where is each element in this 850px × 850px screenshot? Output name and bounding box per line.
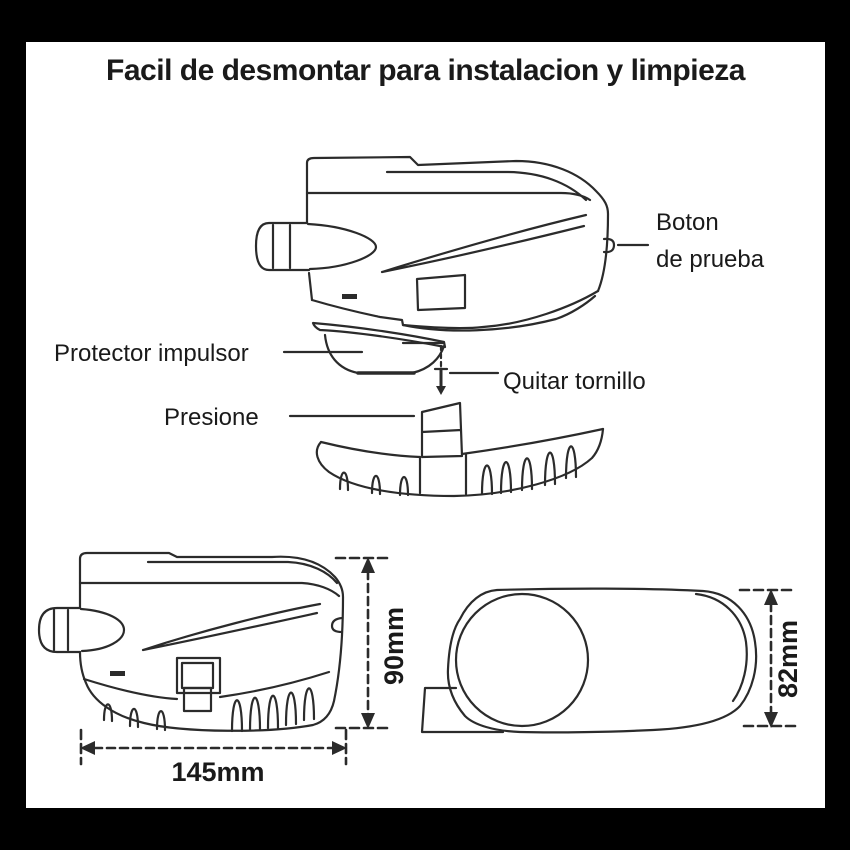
impeller-guard <box>311 321 447 375</box>
dimension-label-length: 145mm <box>171 757 265 787</box>
vent-slot <box>342 294 357 299</box>
dimension-82mm <box>738 588 798 728</box>
top-view <box>420 587 758 734</box>
side-slots-left <box>102 703 167 732</box>
strainer-base <box>315 401 605 498</box>
side-nozzle <box>37 606 126 654</box>
body-top-inner-line <box>385 170 588 202</box>
body-seam-line <box>305 191 592 202</box>
side-vent-slot <box>110 671 125 676</box>
top-view-cap-seam <box>694 592 748 703</box>
base-clip <box>420 401 464 459</box>
side-outline <box>78 551 345 732</box>
callout-press: Presione <box>164 404 259 431</box>
arrow-down-icon <box>361 713 375 729</box>
dimension-label-width: 82mm <box>773 619 803 699</box>
arrow-left-icon <box>80 741 95 755</box>
top-view-nozzle-stub <box>420 686 505 734</box>
arrow-down-icon <box>764 712 778 728</box>
exploded-view <box>254 155 650 498</box>
side-test-button <box>330 616 344 634</box>
side-base-seam <box>82 670 331 701</box>
leader-lines <box>282 243 650 418</box>
arrow-up-icon <box>764 589 778 605</box>
callout-test-button-line2: de prueba <box>656 246 765 273</box>
side-switch-plate <box>175 656 222 713</box>
page-title: Facil de desmontar para instalacion y li… <box>106 54 745 87</box>
pump-body <box>305 155 616 332</box>
diagram-canvas: Facil de desmontar para instalacion y li… <box>26 42 825 808</box>
top-view-outline <box>446 587 758 734</box>
base-slots-right <box>480 445 578 496</box>
side-seam-line <box>78 581 341 598</box>
callout-remove-screw: Quitar tornillo <box>503 368 646 395</box>
screw-icon <box>433 344 449 395</box>
arrow-right-icon <box>332 741 347 755</box>
callout-impeller-guard: Protector impulsor <box>54 340 249 367</box>
dimension-90mm <box>334 556 390 730</box>
body-swoosh <box>380 213 588 274</box>
callout-test-button: Boton de prueba <box>656 204 764 278</box>
top-view-motor-circle <box>454 592 590 728</box>
callout-test-button-line1: Boton <box>656 209 719 236</box>
switch-plate <box>415 273 467 312</box>
guard-strip <box>311 321 447 349</box>
base-slots-left <box>338 471 410 497</box>
side-view <box>37 551 345 733</box>
nozzle-cone <box>306 222 378 271</box>
outlet-nozzle <box>254 221 378 272</box>
side-slots-right <box>230 687 316 733</box>
pump-line-art <box>37 155 798 766</box>
guard-bowl <box>323 333 446 375</box>
side-swoosh <box>141 602 322 652</box>
side-top-inner-line <box>146 560 339 585</box>
arrow-up-icon <box>361 557 375 573</box>
dimension-label-height: 90mm <box>379 606 409 686</box>
dimension-145mm <box>79 728 348 766</box>
test-button-bump <box>602 237 616 254</box>
